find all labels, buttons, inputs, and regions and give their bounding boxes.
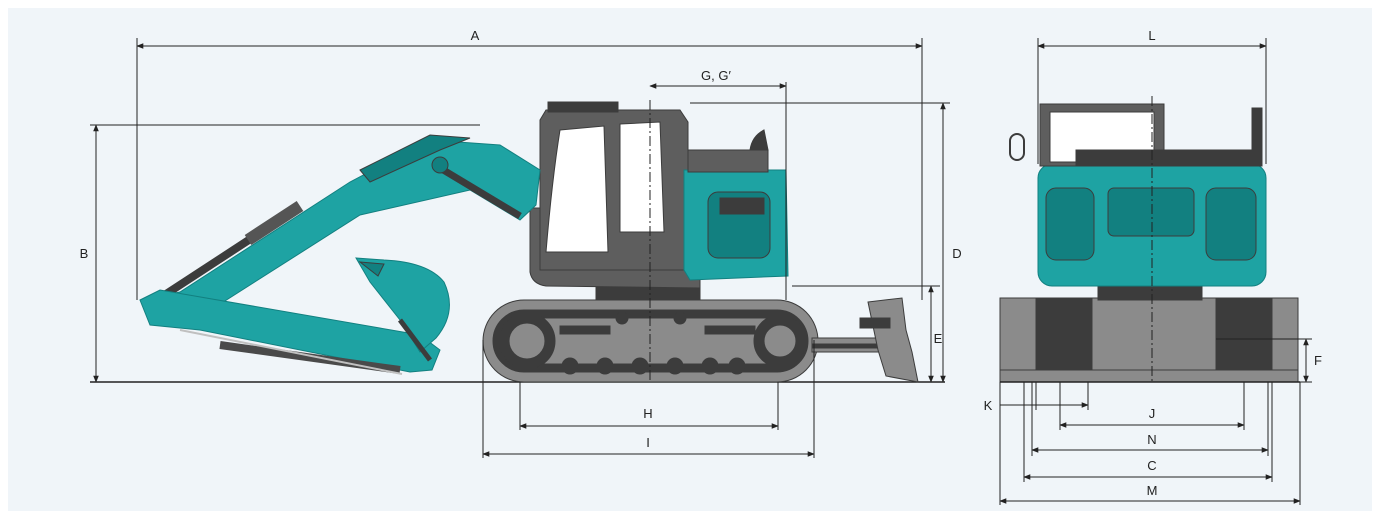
carrier-roller-1 [615,311,629,325]
track-roller-3 [631,357,649,375]
label-H: H [643,406,652,421]
label-E: E [934,331,943,346]
front-engine-hood [1075,149,1257,167]
cab-window-front [545,125,609,253]
track-frame [529,317,776,365]
blade-cylinder [859,317,891,329]
bucket-teeth [358,261,385,277]
boom [149,134,541,326]
track-roller-5 [701,357,719,375]
side-view-excavator [90,100,945,383]
front-track-right [1215,297,1273,383]
track-roller-1 [561,357,579,375]
exhaust-pipe [749,129,769,151]
dozer-blade [811,297,919,383]
label-A: A [471,28,480,43]
label-N: N [1147,432,1156,447]
arm [139,289,441,375]
label-J: J [1149,406,1156,421]
front-center-panel [1107,187,1195,237]
cab-roof-rail [547,101,619,113]
label-B: B [80,246,89,261]
front-exhaust [1251,107,1263,167]
idler-hub [763,324,797,358]
label-K: K [984,398,993,413]
track-guard-right [704,325,756,335]
track-roller-2 [596,357,614,375]
label-D: D [952,246,961,261]
bucket-shell [355,257,450,353]
arm-body [139,289,441,373]
label-G: G, G′ [701,68,731,83]
boom-highlight [359,134,471,183]
label-M: M [1147,483,1158,498]
boom-cylinder-rod [157,230,261,302]
sprocket-hub [508,322,546,360]
engine-vent [719,197,765,215]
bucket-cylinder [219,341,401,374]
boom-pin [431,156,449,174]
track-roller-4 [666,357,684,375]
front-mirror [1009,133,1025,161]
track-guard-left [559,325,611,335]
front-track-left [1035,297,1093,383]
label-L: L [1148,28,1155,43]
label-C: C [1147,458,1156,473]
cab-window-door [619,121,665,233]
bucket-link [398,318,432,362]
boom-cylinder [244,200,304,246]
carrier-roller-2 [673,311,687,325]
front-blade-edge [999,369,1299,383]
upper-structure [529,101,789,300]
arm-cylinder [438,164,522,220]
dimension-labels: A B D E G, G′ H I L F K J N C M [80,28,1322,498]
label-F: F [1314,353,1322,368]
front-right-panel [1205,187,1257,261]
front-left-panel [1045,187,1095,261]
label-I: I [646,435,650,450]
engine-hood [687,149,769,173]
bucket-cylinder-rod [179,329,403,375]
front-view-excavator [999,96,1300,383]
track-roller-6 [728,357,746,375]
dimension-lines [90,38,1312,505]
bucket [355,257,450,362]
